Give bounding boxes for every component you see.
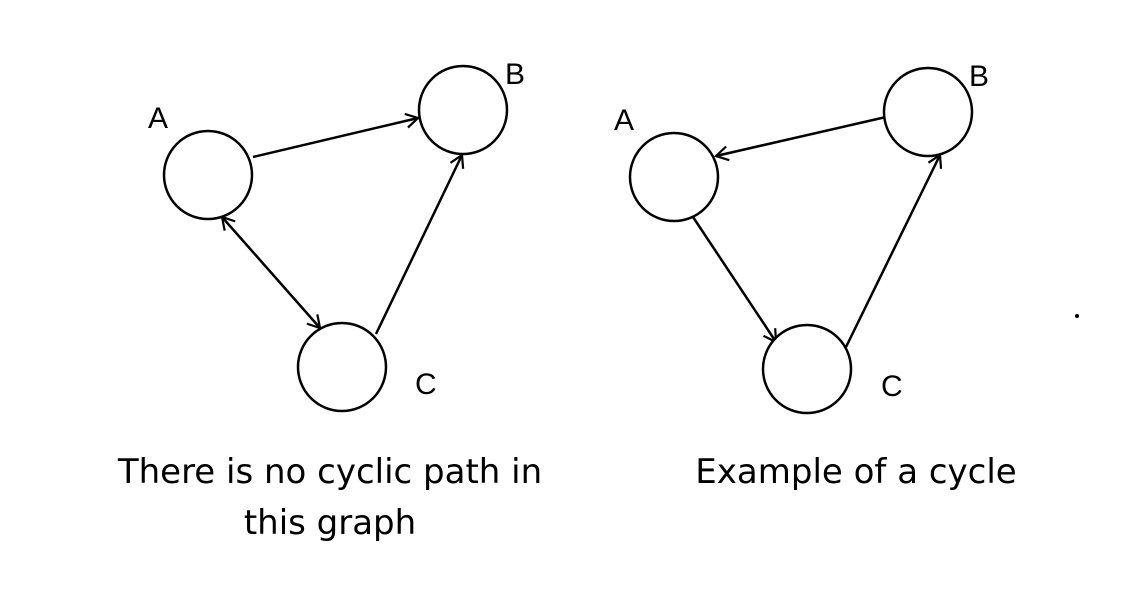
stray-dot bbox=[1075, 314, 1079, 318]
node-b bbox=[882, 66, 974, 158]
edge-b-to-a bbox=[713, 115, 887, 162]
edge-a-to-c bbox=[691, 216, 778, 344]
edge-a-c-bidirectional bbox=[220, 215, 322, 330]
node-c bbox=[761, 323, 853, 415]
node-b-label: B bbox=[969, 60, 989, 93]
node-c-label: C bbox=[881, 370, 903, 403]
node-c-label: C bbox=[415, 368, 437, 401]
node-b-label: B bbox=[505, 58, 525, 91]
left-caption-line1: There is no cyclic path in bbox=[117, 452, 542, 492]
node-b bbox=[417, 64, 509, 156]
node-a bbox=[628, 131, 720, 223]
node-a-label: A bbox=[148, 102, 168, 135]
edge-c-to-b bbox=[374, 153, 465, 335]
left-graph: A B C There is no cyclic path in this gr… bbox=[117, 58, 542, 543]
node-a bbox=[162, 129, 254, 221]
node-a-label: A bbox=[614, 104, 634, 137]
edge-a-to-b bbox=[252, 112, 421, 159]
right-graph: A B C Example of a cycle bbox=[614, 60, 1017, 492]
edge-c-to-b bbox=[844, 153, 943, 348]
node-c bbox=[296, 321, 388, 413]
left-caption-line2: this graph bbox=[244, 503, 416, 543]
right-caption: Example of a cycle bbox=[695, 452, 1016, 492]
